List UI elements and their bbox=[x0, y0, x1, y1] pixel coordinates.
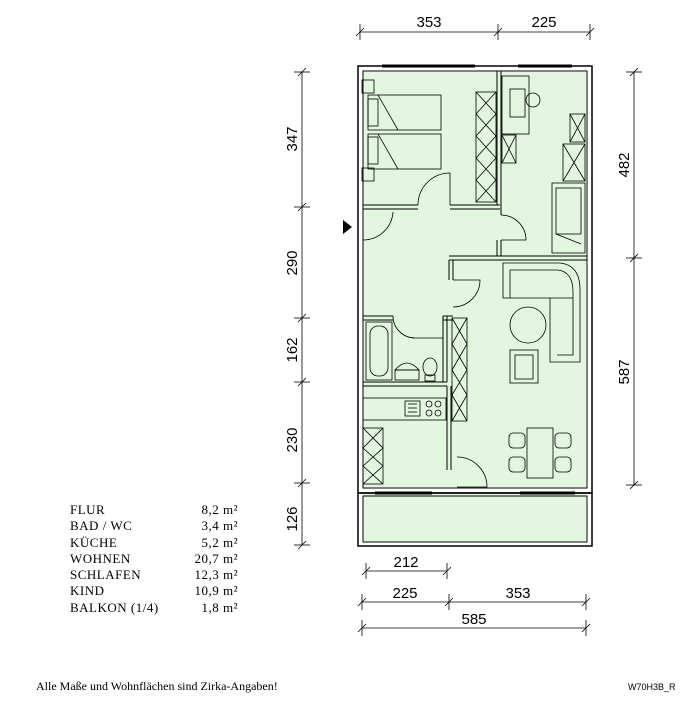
area-label: SCHLAFEN bbox=[70, 567, 142, 583]
area-label: BALKON (1/4) bbox=[70, 599, 159, 615]
child-bed-icon bbox=[551, 182, 586, 254]
area-row: SCHLAFEN 12,3 m² bbox=[70, 567, 238, 583]
dim-left-3: 162 bbox=[284, 337, 301, 362]
door-swings bbox=[362, 172, 527, 488]
entrance-arrow-icon bbox=[343, 220, 352, 234]
plan-code: W70H3B_R bbox=[628, 682, 676, 692]
dim-left-5: 126 bbox=[284, 506, 301, 531]
desk-icon bbox=[501, 75, 530, 135]
area-value: 20,7 m² bbox=[194, 550, 238, 566]
footnote: Alle Maße und Wohnflächen sind Zirka-Ang… bbox=[36, 679, 278, 693]
wardrobe-icon bbox=[475, 91, 497, 203]
dimension-lines bbox=[294, 24, 642, 636]
dim-top-2: 225 bbox=[531, 14, 556, 31]
sofa-icon bbox=[502, 262, 581, 363]
dim-left-4: 230 bbox=[284, 427, 301, 452]
bathtub-icon bbox=[365, 321, 393, 381]
coffee-table-icon bbox=[509, 306, 547, 344]
dim-top-1: 353 bbox=[416, 14, 441, 31]
area-table: FLUR 8,2 m² BAD / WC 3,4 m² KÜCHE 5,2 m²… bbox=[70, 502, 238, 616]
dim-left-1: 347 bbox=[284, 126, 301, 151]
area-value: 12,3 m² bbox=[194, 567, 238, 583]
furniture bbox=[361, 75, 586, 485]
dining-table-icon bbox=[526, 427, 554, 479]
area-value: 3,4 m² bbox=[201, 518, 238, 534]
area-label: KÜCHE bbox=[70, 534, 118, 550]
area-row: KÜCHE 5,2 m² bbox=[70, 535, 238, 551]
area-row: BAD / WC 3,4 m² bbox=[70, 518, 238, 534]
area-label: KIND bbox=[70, 583, 105, 599]
area-label: FLUR bbox=[70, 502, 106, 517]
area-value: 5,2 m² bbox=[201, 534, 238, 550]
dim-bottom-split-1: 225 bbox=[392, 585, 417, 602]
area-value: 10,9 m² bbox=[194, 583, 238, 599]
dim-bottom-inner: 212 bbox=[393, 554, 418, 571]
dim-right-2: 587 bbox=[616, 359, 633, 384]
area-row: BALKON (1/4) 1,8 m² bbox=[70, 600, 238, 616]
dimension-labels: 353 225 347 290 162 230 126 482 587 212 … bbox=[284, 14, 633, 628]
area-value: 1,8 m² bbox=[201, 599, 238, 615]
dim-left-2: 290 bbox=[284, 250, 301, 275]
area-label: BAD / WC bbox=[70, 518, 133, 534]
armchair-icon bbox=[509, 349, 539, 384]
walls bbox=[357, 64, 593, 547]
kitchen-counter-icon bbox=[362, 397, 447, 421]
dim-bottom-split-2: 353 bbox=[505, 585, 530, 602]
area-row: FLUR 8,2 m² bbox=[70, 502, 238, 518]
area-value: 8,2 m² bbox=[201, 502, 238, 517]
room-fills bbox=[363, 72, 586, 541]
area-row: WOHNEN 20,7 m² bbox=[70, 551, 238, 567]
area-row: KIND 10,9 m² bbox=[70, 583, 238, 599]
dim-bottom-total: 585 bbox=[461, 611, 486, 628]
dim-right-1: 482 bbox=[616, 152, 633, 177]
area-label: WOHNEN bbox=[70, 550, 131, 566]
toilet-icon bbox=[422, 357, 438, 377]
